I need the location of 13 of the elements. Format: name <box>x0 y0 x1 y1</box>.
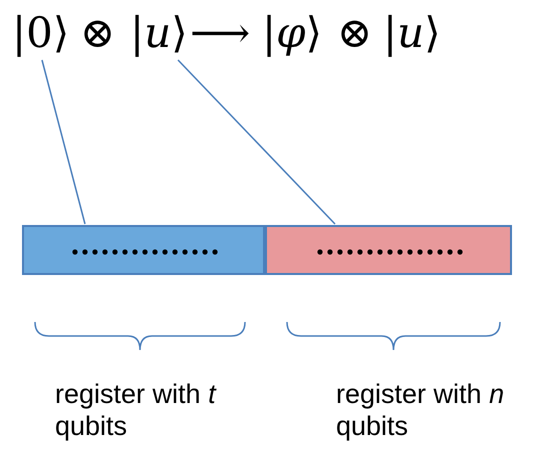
register-bar <box>22 225 265 275</box>
ket-zero: |0⟩ <box>12 8 70 58</box>
leader-line <box>177 59 336 225</box>
tensor-symbol: ⊗ <box>80 8 116 58</box>
ket-u: |u⟩ <box>130 8 188 58</box>
register-caption: register with n qubits <box>336 378 506 442</box>
ket-phi: |φ⟩ <box>262 8 322 58</box>
arrow-symbol: ⟶ <box>190 8 250 58</box>
tensor-symbol: ⊗ <box>337 8 372 58</box>
register-bar <box>265 225 512 275</box>
leader-line <box>41 60 86 224</box>
register-caption: register with t qubits <box>55 378 218 442</box>
ket-u: |u⟩ <box>383 8 441 58</box>
